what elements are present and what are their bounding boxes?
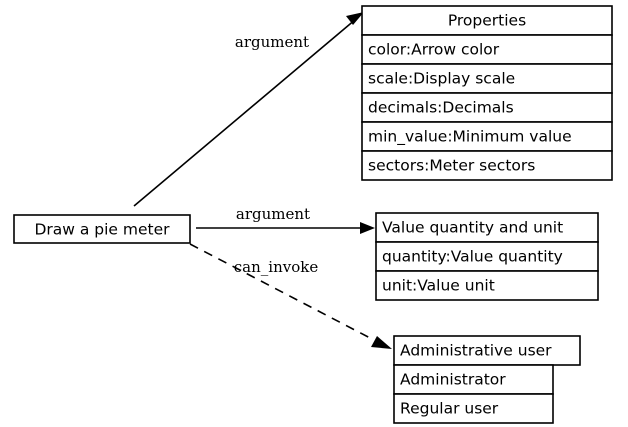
node-draw-a-pie-meter-box[interactable] bbox=[13, 214, 191, 244]
node-administrative-user-title: Administrative user bbox=[400, 342, 552, 360]
node-properties-row-4-label: sectors:Meter sectors bbox=[368, 157, 535, 175]
arrowhead-value-quantity bbox=[360, 222, 375, 234]
node-properties-row-1-label: scale:Display scale bbox=[368, 70, 515, 88]
node-value-quantity-header-cell[interactable] bbox=[375, 212, 599, 243]
node-administrative-user-row-0[interactable] bbox=[393, 364, 554, 395]
arrowhead-admin-user bbox=[371, 336, 392, 349]
node-properties-row-0-label: color:Arrow color bbox=[368, 41, 500, 59]
edge-label-argument-properties: argument bbox=[235, 33, 309, 51]
node-properties-row-0[interactable] bbox=[361, 34, 613, 65]
node-properties[interactable]: Properties color:Arrow color scale:Displ… bbox=[361, 5, 613, 181]
node-properties-title: Properties bbox=[448, 12, 526, 30]
edge-argument-value-quantity: argument bbox=[196, 205, 375, 234]
node-properties-row-4[interactable] bbox=[361, 150, 613, 181]
node-value-quantity-row-0[interactable] bbox=[375, 241, 599, 272]
node-properties-row-3-label: min_value:Minimum value bbox=[368, 128, 572, 147]
arrowhead-properties bbox=[346, 12, 364, 25]
edge-line-can-invoke bbox=[189, 243, 373, 340]
edge-can-invoke-admin-user: can_invoke bbox=[189, 243, 392, 349]
edge-argument-properties: argument bbox=[133, 12, 364, 207]
node-properties-row-3[interactable] bbox=[361, 121, 613, 152]
node-draw-a-pie-meter[interactable]: Draw a pie meter bbox=[13, 214, 191, 244]
node-value-quantity-and-unit[interactable]: Value quantity and unit quantity:Value q… bbox=[375, 212, 599, 301]
node-administrative-user-row-0-label: Administrator bbox=[400, 371, 506, 389]
node-administrative-user-row-1-label: Regular user bbox=[400, 400, 499, 418]
node-value-quantity-row-1-label: unit:Value unit bbox=[382, 277, 495, 295]
node-administrative-user-row-1[interactable] bbox=[393, 393, 554, 424]
edge-line-argument-properties bbox=[133, 18, 357, 207]
node-value-quantity-row-0-label: quantity:Value quantity bbox=[382, 248, 563, 266]
node-value-quantity-title: Value quantity and unit bbox=[382, 219, 563, 237]
edge-label-argument-value-quantity: argument bbox=[236, 205, 310, 223]
node-administrative-user-header-cell[interactable] bbox=[393, 335, 581, 366]
node-draw-a-pie-meter-title: Draw a pie meter bbox=[34, 221, 170, 239]
edge-label-can-invoke: can_invoke bbox=[234, 258, 319, 276]
node-properties-row-2-label: decimals:Decimals bbox=[368, 99, 514, 117]
node-properties-row-2[interactable] bbox=[361, 92, 613, 123]
node-value-quantity-row-1[interactable] bbox=[375, 270, 599, 301]
node-administrative-user[interactable]: Administrative user Administrator Regula… bbox=[393, 335, 581, 424]
